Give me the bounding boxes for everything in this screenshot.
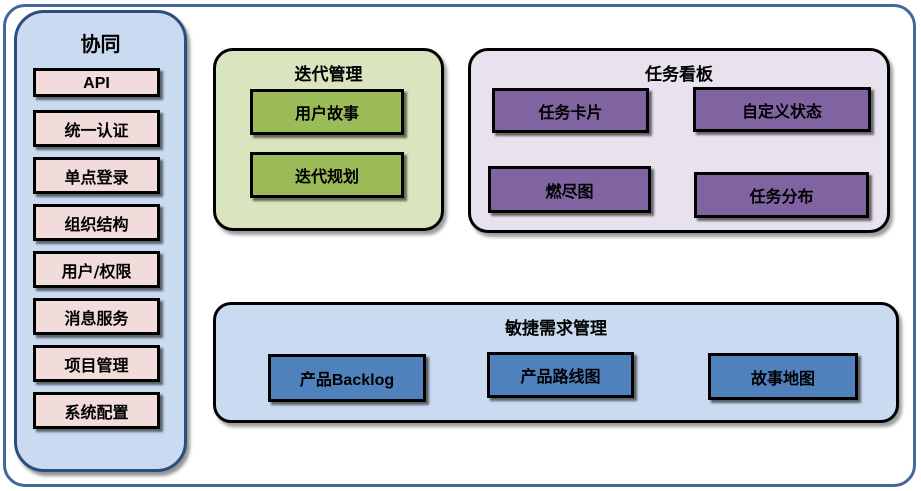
sidebar-item-label: 系统配置 xyxy=(64,402,129,422)
node-label: 产品路线图 xyxy=(520,367,601,386)
sidebar-item-system-config: 系统配置 xyxy=(33,392,160,429)
task-board-group: 任务看板 任务卡片 自定义状态 燃尽图 任务分布 xyxy=(468,48,890,233)
sidebar-item-label: 消息服务 xyxy=(64,308,129,328)
node-task-card: 任务卡片 xyxy=(492,88,649,133)
sidebar-item-label: 组织结构 xyxy=(64,214,129,234)
sidebar-item-label: API xyxy=(83,74,110,92)
sidebar-item-org-structure: 组织结构 xyxy=(33,204,160,241)
sidebar-item-label: 用户/权限 xyxy=(61,261,132,281)
agile-requirements-title: 敏捷需求管理 xyxy=(505,319,607,338)
agile-requirements-group: 敏捷需求管理 产品Backlog 产品路线图 故事地图 xyxy=(213,302,899,423)
node-story-map: 故事地图 xyxy=(708,353,858,400)
node-label: 产品Backlog xyxy=(299,370,395,389)
collaboration-panel: 协同 API 统一认证 单点登录 组织结构 用户/权限 消息服务 项目管理 系统… xyxy=(14,10,187,472)
node-product-roadmap: 产品路线图 xyxy=(487,352,634,398)
node-label: 迭代规划 xyxy=(294,167,359,186)
node-custom-status: 自定义状态 xyxy=(693,87,871,132)
sidebar-item-label: 单点登录 xyxy=(64,167,129,187)
iteration-management-title: 迭代管理 xyxy=(294,65,363,84)
sidebar-item-label: 统一认证 xyxy=(64,120,129,140)
sidebar-item-sso: 单点登录 xyxy=(33,157,160,194)
node-task-distribution: 任务分布 xyxy=(694,172,869,218)
node-label: 任务卡片 xyxy=(538,102,603,122)
sidebar-item-unified-auth: 统一认证 xyxy=(33,110,160,147)
sidebar-item-project-management: 项目管理 xyxy=(33,345,160,382)
sidebar-item-message-service: 消息服务 xyxy=(33,298,160,335)
sidebar-item-label: 项目管理 xyxy=(64,355,129,375)
iteration-management-group: 迭代管理 用户故事 迭代规划 xyxy=(213,48,444,231)
task-board-title: 任务看板 xyxy=(645,65,713,84)
sidebar-item-api: API xyxy=(33,68,160,97)
node-iteration-planning: 迭代规划 xyxy=(250,152,404,198)
node-label: 自定义状态 xyxy=(741,101,822,121)
sidebar-item-user-permissions: 用户/权限 xyxy=(33,251,160,288)
node-burndown-chart: 燃尽图 xyxy=(488,166,651,213)
node-user-story: 用户故事 xyxy=(250,89,404,135)
node-label: 燃尽图 xyxy=(545,181,594,201)
node-label: 任务分布 xyxy=(749,187,814,206)
node-label: 故事地图 xyxy=(750,368,815,388)
node-label: 用户故事 xyxy=(294,104,359,123)
collaboration-panel-title: 协同 xyxy=(80,34,121,56)
node-product-backlog: 产品Backlog xyxy=(268,354,426,402)
